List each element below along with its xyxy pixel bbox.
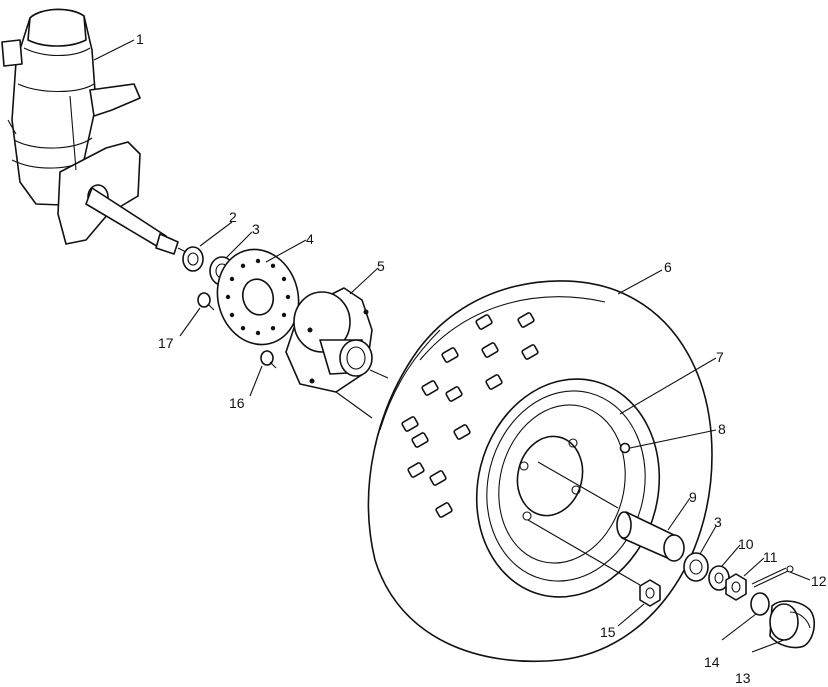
callout-4: 4 [306,231,314,247]
wheel-rim [475,378,661,598]
callout-5: 5 [377,258,385,274]
disc-hole [285,294,291,300]
cotter-pin [751,565,794,588]
callout-9: 9 [689,489,697,505]
wheel-hub [285,287,373,393]
tread-block [411,432,429,448]
tread-block [407,462,425,478]
tread-block [445,386,463,402]
o-ring [750,592,770,616]
callout-1: 1 [136,31,144,47]
callout-3b: 3 [714,514,722,530]
disc-hole [255,330,261,336]
disc-hole [225,294,231,300]
callout-13: 13 [735,670,751,686]
hub-stud [260,350,277,369]
tread-block [521,344,539,360]
callout-11: 11 [763,549,778,565]
callout-8: 8 [718,421,726,437]
tread-block [481,342,499,358]
disc-hole [270,326,276,331]
brake-disc [216,248,300,346]
tread-block [435,502,453,518]
disc-hole [281,276,287,282]
callout-6: 6 [664,259,672,275]
lug-nut [639,579,661,607]
tread-block [475,314,493,330]
spacer-sleeve [616,511,685,562]
tread-block [429,470,447,486]
disc-hole [240,263,246,268]
callouts: 1 2 3 4 5 6 7 8 9 3 10 11 12 13 14 15 16… [136,31,827,686]
callout-3a: 3 [252,221,260,237]
disc-hole [229,276,235,282]
tread-block [453,424,471,440]
disc-bolt [197,292,215,311]
callout-14: 14 [704,654,720,670]
tread-block [421,380,439,396]
seal-inner [182,246,204,272]
spindle-strut-assembly [1,8,179,255]
disc-hole [255,258,261,264]
washer [708,565,730,591]
assembly-lines [177,247,641,586]
tread-block [485,374,503,390]
callout-10: 10 [738,536,754,552]
disc-hole [240,326,246,331]
callout-2: 2 [229,209,237,225]
castle-nut [725,573,747,601]
leader-lines [93,39,811,653]
valve-stem [619,442,631,454]
callout-7: 7 [716,349,724,365]
callout-16: 16 [229,395,245,411]
tread-block [401,416,419,432]
disc-hole [229,312,235,318]
disc-hole [270,263,276,268]
tread-block [517,312,535,328]
callout-15: 15 [600,624,616,640]
disc-hole [281,312,287,318]
hub-cap [769,600,816,649]
bearing-outer [683,552,709,582]
callout-17: 17 [158,335,174,351]
tread-block [441,347,459,363]
callout-12: 12 [811,573,827,589]
